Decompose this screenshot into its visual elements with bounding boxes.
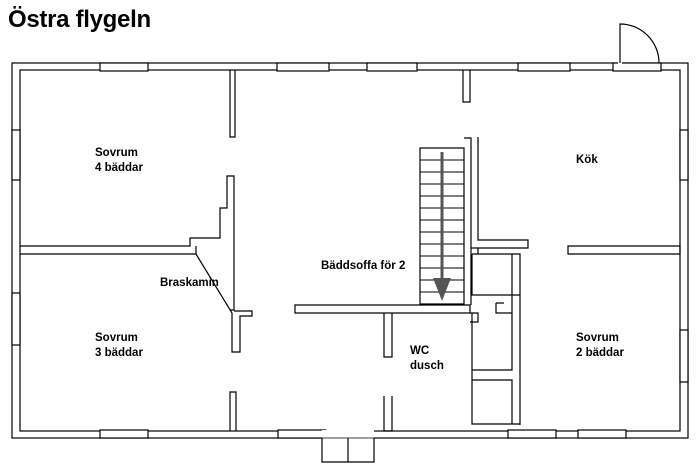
outer-wall-inner (19, 69, 681, 432)
room-detail: dusch (410, 360, 444, 372)
wall (195, 253, 253, 353)
door-swing-top (619, 23, 660, 64)
wall (383, 396, 393, 432)
door-swing-bottom (321, 438, 375, 463)
room-bedroom-2: Sovrum 2 bäddar (576, 331, 624, 361)
wall (464, 137, 472, 305)
room-bedroom-4: Sovrum 4 bäddar (95, 146, 143, 176)
wall (20, 246, 197, 255)
wall (470, 312, 479, 323)
wall (472, 313, 513, 371)
fireplace-name: Braskamin (160, 277, 219, 289)
wall (229, 391, 237, 431)
plan-title: Östra flygeln (8, 6, 151, 33)
staircase (419, 147, 465, 305)
room-name: WC (410, 345, 430, 357)
wall (471, 253, 521, 425)
room-bedroom-3: Sovrum 3 bäddar (95, 331, 143, 361)
wall (383, 313, 393, 358)
room-beds: 2 bäddar (576, 347, 624, 359)
fireplace-label: Braskamin (160, 276, 219, 291)
wall (495, 295, 513, 314)
outer-wall (11, 62, 689, 439)
wall (477, 137, 488, 241)
room-name: Sovrum (95, 332, 138, 344)
room-beds: 4 bäddar (95, 162, 143, 174)
room-name: Kök (576, 154, 598, 166)
wall (20, 175, 235, 311)
wall (477, 239, 529, 254)
wall (471, 313, 520, 425)
room-living: Bäddsoffa för 2 (321, 259, 405, 274)
room-bathroom: WC dusch (410, 344, 444, 374)
wall (567, 245, 681, 255)
room-beds: 3 bäddar (95, 347, 143, 359)
wall (472, 379, 513, 424)
stair-direction-arrow (433, 152, 451, 301)
wall (229, 70, 236, 138)
wall (294, 304, 471, 314)
room-kitchen: Kök (576, 153, 598, 168)
room-name: Sovrum (95, 147, 138, 159)
room-name: Bäddsoffa för 2 (321, 260, 406, 272)
window-marks (11, 62, 689, 439)
room-name: Sovrum (576, 332, 619, 344)
wall (462, 70, 471, 103)
